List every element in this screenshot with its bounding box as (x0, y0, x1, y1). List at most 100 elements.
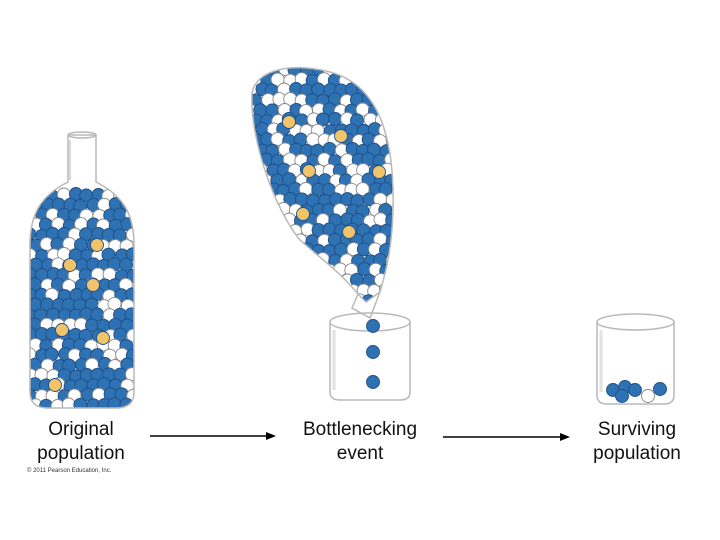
marble (39, 398, 54, 408)
marble (253, 263, 268, 278)
marble (367, 82, 381, 97)
marble (271, 232, 286, 247)
marble (254, 242, 269, 257)
marble (259, 233, 274, 248)
arrow-2 (443, 433, 570, 441)
marble (271, 213, 286, 228)
marble (264, 282, 279, 297)
marble (282, 115, 296, 129)
marble (260, 292, 275, 302)
tilted-bottle (251, 67, 394, 320)
marble (380, 103, 394, 118)
marble (251, 233, 263, 248)
marble (251, 222, 258, 237)
marble (30, 226, 36, 241)
marble (253, 282, 268, 297)
marble (55, 323, 69, 337)
marble (289, 242, 304, 257)
marble (125, 287, 134, 302)
marble (385, 94, 394, 109)
marble (305, 273, 320, 288)
marble (368, 67, 383, 78)
marble (340, 293, 355, 302)
marble (271, 272, 286, 287)
cup-icon (596, 322, 675, 405)
marble (251, 264, 258, 279)
marble (251, 293, 263, 302)
label-line-2: population (593, 443, 681, 464)
marble (63, 258, 77, 272)
marble (374, 272, 388, 287)
marble (300, 242, 315, 257)
tilted-bottle-icon (251, 67, 394, 303)
marble (251, 273, 262, 288)
marble (380, 82, 394, 97)
marble (251, 183, 258, 198)
marble (373, 212, 388, 227)
label-surviving-population: Surviving population (575, 418, 699, 466)
marble (293, 252, 308, 267)
marble (125, 367, 134, 382)
marble (641, 389, 655, 403)
marble (328, 111, 343, 126)
marble (266, 203, 281, 218)
marble (276, 243, 291, 258)
marble (48, 378, 62, 392)
marble (328, 294, 343, 302)
label-line-2: event (336, 443, 384, 464)
marble (357, 67, 372, 78)
marble (266, 242, 281, 257)
marble (61, 397, 76, 408)
marble (30, 188, 37, 203)
marble (344, 67, 359, 78)
marble (251, 172, 264, 187)
tilted-bottle-marbles (251, 67, 394, 302)
original-marbles (30, 187, 134, 408)
marble (90, 238, 104, 252)
marble (253, 223, 268, 238)
marble (251, 242, 256, 257)
marble (293, 273, 308, 288)
original-bottle (29, 131, 135, 409)
marble (283, 272, 298, 287)
arrow-icon (560, 433, 570, 441)
marble (322, 283, 337, 298)
marble (306, 132, 320, 147)
marble (96, 331, 110, 345)
copyright-notice: © 2011 Pearson Education, Inc. (27, 468, 112, 474)
marble (372, 165, 386, 179)
marble (251, 202, 257, 217)
marble (251, 143, 258, 158)
surviving-marbles (606, 380, 667, 403)
marble (316, 294, 331, 302)
marble (277, 284, 292, 299)
bottle-icon (29, 134, 135, 409)
marble (310, 264, 325, 279)
marble (258, 253, 273, 268)
marble (366, 345, 380, 359)
marble (299, 262, 314, 276)
marble (335, 282, 350, 297)
marble (251, 253, 263, 268)
marble (265, 223, 280, 238)
marble (334, 129, 348, 143)
marble (380, 67, 394, 76)
marble (107, 397, 122, 408)
falling-marbles (366, 319, 380, 389)
label-original-population: Original population (20, 418, 142, 466)
marble (124, 187, 134, 202)
marble (251, 213, 264, 228)
marble (272, 252, 287, 267)
marble (302, 164, 316, 178)
marble (653, 382, 667, 396)
marble (316, 273, 331, 288)
marble (293, 293, 308, 302)
marble (272, 294, 287, 302)
marble (296, 207, 310, 221)
marble (384, 292, 394, 302)
marble (366, 319, 380, 333)
cup-icon (329, 322, 411, 401)
marble (276, 222, 291, 237)
marble (119, 397, 134, 408)
